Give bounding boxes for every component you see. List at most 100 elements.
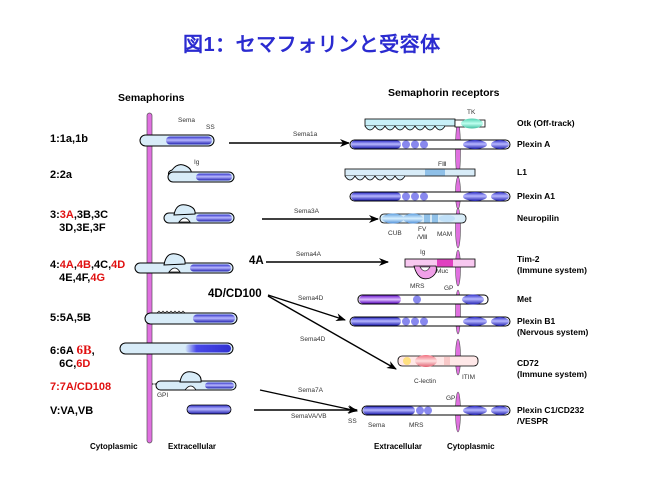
family-member: 4E,4F, — [59, 272, 91, 284]
cd72-name: CD72 — [517, 358, 539, 368]
arrow-sema4d-1 — [267, 294, 346, 322]
semaphorin-class4-shape — [134, 253, 234, 274]
arrow-label-sema7a: Sema7A — [298, 387, 323, 394]
family-prefix: 5: — [50, 312, 60, 324]
domain-label-gpi: GPI — [157, 392, 169, 399]
family-member-highlighted: 6D — [76, 358, 91, 370]
domain-label-ig: Ig — [194, 159, 200, 166]
domain-label-sema2: Sema — [368, 422, 385, 429]
family-member: 2a — [59, 169, 73, 181]
domain-label-gp2: GP — [446, 395, 456, 402]
plexin-b1-name: Plexin B1 — [517, 316, 556, 326]
family-member: VA,VB — [60, 405, 94, 417]
page-title: 図1：セマフォリンと受容体 — [183, 34, 441, 56]
cd72-sub: (Immune system) — [517, 369, 587, 379]
family-prefix: 4: — [50, 259, 60, 271]
domain-label-clectin: C-lectin — [414, 378, 437, 385]
family-member-highlighted: 4B — [76, 259, 91, 271]
semaphorin-class1-shape — [139, 134, 215, 147]
domain-label-tk: TK — [467, 109, 476, 116]
receptor-label-plexin-c1: Plexin C1/CD232/VESPR — [517, 405, 584, 427]
domain-label-gp: GP — [444, 285, 454, 292]
semaphorin-family-label: 6:6A 6B, 6C,6D — [50, 343, 95, 371]
family-prefix: 7: — [50, 381, 60, 393]
receptor-label-plexin-a1: Plexin A1 — [517, 191, 555, 201]
plexin-a1-shape — [349, 191, 511, 202]
semaphorin-family-label: 2:2a — [50, 169, 72, 182]
neuropilin-shape — [379, 213, 467, 224]
plexin-c1-sub: /VESPR — [517, 416, 549, 426]
family-member: 3D,3E,3F — [59, 222, 106, 234]
family-member: 5A,5B — [59, 312, 91, 324]
arrow-sema4d-2 — [267, 295, 397, 370]
arrow-label-sema1a: Sema1a — [293, 131, 318, 138]
semaphorin-family-label: 3:3A,3B,3C 3D,3E,3F — [50, 209, 108, 235]
domain-label-muc: Muc — [436, 268, 449, 275]
arrow-label-sema4a: Sema4A — [296, 251, 321, 258]
arrow-label-sema3a: Sema3A — [294, 208, 319, 215]
family-prefix: 1: — [50, 133, 60, 145]
tim2-shape — [404, 258, 476, 280]
family-member: ,3B,3C — [73, 209, 109, 221]
domain-label-ig2: Ig — [420, 249, 426, 256]
receptor-label-met: Met — [517, 294, 532, 304]
arrow-label-semavavb: SemaVA/VB — [291, 413, 327, 420]
semaphorin-class3-shape — [163, 204, 235, 224]
semaphorin-family-label: 4:4A,4B,4C,4D 4E,4F,4G — [50, 259, 125, 285]
plexin-c1-shape — [361, 405, 511, 416]
family-member: ,4C, — [90, 259, 112, 271]
receptor-label-otk: Otk (Off-track) — [517, 118, 575, 128]
semaphorin-family-label: 1:1a,1b — [50, 133, 88, 146]
right-membrane — [455, 121, 461, 433]
semaphorin-class2-shape — [167, 164, 235, 183]
family-member-highlighted: 3A — [59, 209, 74, 221]
l1-shape — [344, 168, 476, 181]
ligand-tag-4a: 4A — [249, 255, 264, 267]
domain-label-mam: MAM — [437, 231, 453, 238]
arrows — [229, 139, 397, 414]
family-member-highlighted: 7A/CD108 — [59, 381, 112, 393]
family-member-highlighted: 6B — [76, 342, 92, 357]
domain-label-ss: SS — [206, 124, 215, 131]
receptor-label-cd72: CD72(Immune system) — [517, 358, 587, 380]
domain-label-fv: FV — [418, 226, 427, 233]
family-member: , — [73, 259, 77, 271]
family-prefix: 3: — [50, 209, 60, 221]
semaphorin-family-label: V:VA,VB — [50, 405, 93, 418]
footer-left-extracellular: Extracellular — [168, 442, 217, 451]
otk-shape — [364, 118, 486, 131]
semaphorin-class7-shape — [152, 371, 237, 391]
domain-label-sema: Sema — [178, 117, 195, 124]
tim2-name: Tim-2 — [517, 254, 540, 264]
arrow-label-sema4d-1: Sema4D — [298, 295, 324, 302]
family-member: 6A — [59, 345, 77, 357]
semaphorin-class6-shape — [119, 342, 234, 355]
left-membrane — [146, 112, 153, 444]
domain-label-mrs: MRS — [410, 283, 425, 290]
family-member: , — [91, 345, 95, 357]
arrow-sema7a — [259, 389, 358, 414]
plexin-a-shape — [349, 139, 511, 150]
receptor-label-l1: L1 — [517, 167, 527, 177]
family-prefix: V: — [50, 405, 61, 417]
receptor-label-plexin-a: Plexin A — [517, 139, 551, 149]
receptor-label-neuropilin: Neuropilin — [517, 213, 560, 223]
domain-label-ss2: SS — [348, 418, 357, 425]
receptors-header: Semaphorin receptors — [388, 87, 500, 99]
footer-right-cytoplasmic: Cytoplasmic — [447, 442, 495, 451]
semaphorin-family-label: 7:7A/CD108 — [50, 381, 111, 394]
receptor-label-plexin-b1: Plexin B1(Nervous system) — [517, 316, 588, 338]
plexin-b1-shape — [349, 316, 511, 327]
semaphorin-class5-shape — [144, 310, 238, 325]
footer-right-extracellular: Extracellular — [374, 442, 423, 451]
family-prefix: 2: — [50, 169, 60, 181]
family-member: 1a,1b — [59, 133, 88, 145]
family-prefix: 6: — [50, 345, 60, 357]
domain-label-itim: ITIM — [462, 374, 475, 381]
cd72-shape — [397, 355, 479, 367]
domain-label-v8: /Ⅷ — [417, 234, 428, 241]
met-shape — [357, 294, 489, 305]
receptor-label-tim2: Tim-2(Immune system) — [517, 254, 587, 276]
semaphorin-family-label: 5:5A,5B — [50, 312, 91, 325]
